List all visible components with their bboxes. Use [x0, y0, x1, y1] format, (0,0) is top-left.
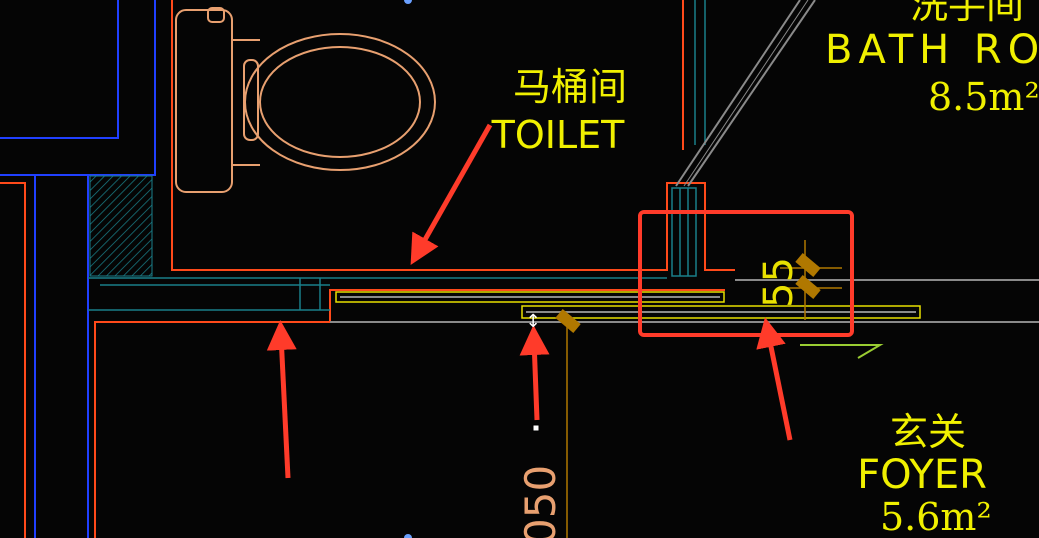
dimension-55: 55 — [756, 257, 802, 308]
gray-lines — [330, 0, 1039, 323]
selection-grips[interactable]: ↕ — [404, 0, 541, 538]
teal-walls — [88, 0, 706, 311]
svg-text:↕: ↕ — [525, 311, 540, 332]
toilet-label-en: TOILET — [491, 113, 626, 157]
annotation-arrows — [266, 123, 793, 479]
arrow-2 — [266, 320, 297, 479]
toilet-fixture — [175, 7, 436, 193]
sliding-doors[interactable] — [335, 291, 921, 319]
foyer-label-cn: 玄关 — [890, 410, 966, 454]
annotation-highlight-box — [638, 210, 854, 337]
toilet-label-cn: 马桶间 — [513, 65, 627, 109]
red-walls-left — [0, 182, 26, 538]
foyer-area: 5.6m² — [880, 495, 992, 538]
bathroom-label-cn: 洗手间 — [910, 0, 1024, 27]
arrow-4 — [756, 317, 793, 441]
foyer-label-en: FOYER — [857, 452, 987, 498]
blue-walls — [0, 0, 156, 538]
hatched-column — [89, 175, 153, 277]
arrow-3 — [519, 325, 550, 421]
level-mark — [800, 344, 884, 359]
dimension-marks — [555, 240, 842, 538]
arrow-1 — [410, 123, 493, 266]
dimension-050: 050 — [516, 465, 565, 538]
bathroom-label-en: BATH RO — [825, 27, 1039, 73]
bathroom-area: 8.5m² — [928, 75, 1039, 119]
